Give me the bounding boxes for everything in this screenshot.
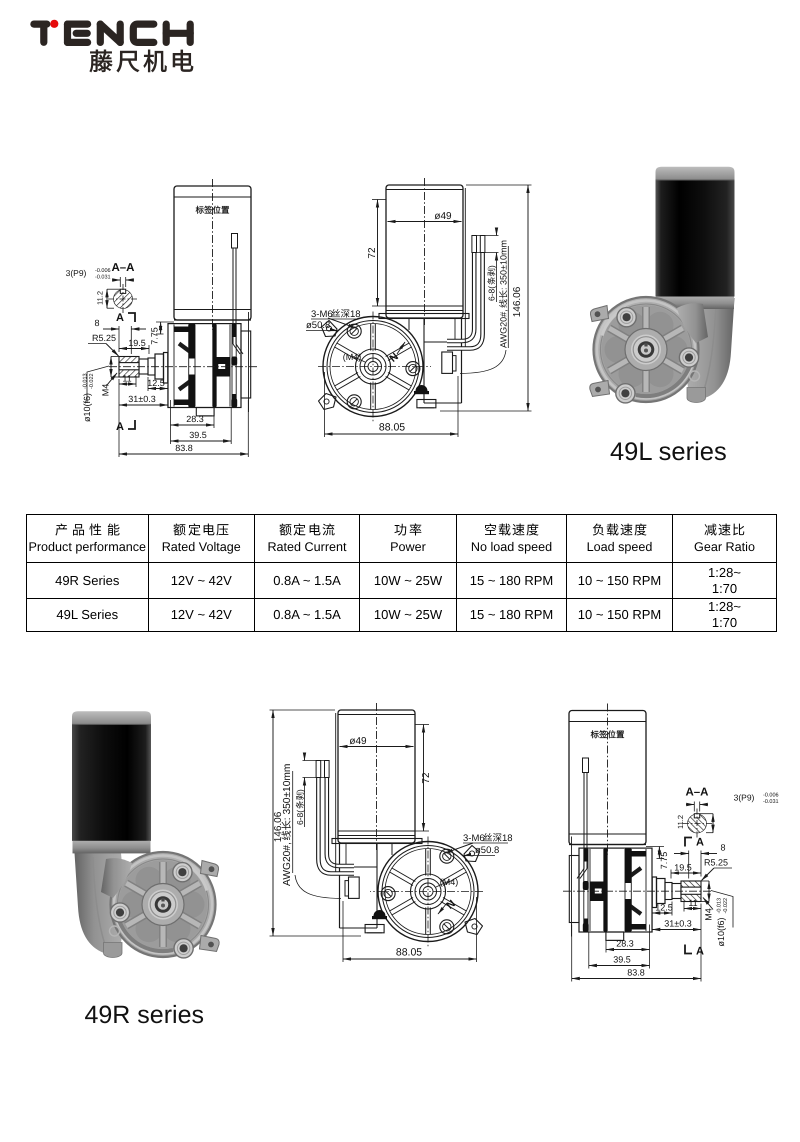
svg-text:88.05: 88.05 bbox=[396, 947, 422, 959]
svg-text:-0.013: -0.013 bbox=[83, 373, 89, 389]
svg-text:ø10(f6): ø10(f6) bbox=[716, 917, 726, 946]
svg-text:-0.006: -0.006 bbox=[763, 793, 779, 799]
svg-text:A–A: A–A bbox=[685, 787, 708, 799]
svg-text:83.8: 83.8 bbox=[175, 443, 193, 453]
svg-text:6-8(: 6-8( bbox=[295, 810, 305, 825]
svg-text:6-8(: 6-8( bbox=[487, 286, 497, 301]
svg-text:N: N bbox=[444, 898, 458, 912]
svg-text:18: 18 bbox=[350, 309, 361, 320]
svg-text:39.5: 39.5 bbox=[613, 955, 631, 965]
svg-text:ø49: ø49 bbox=[349, 736, 367, 747]
svg-text:(M4): (M4) bbox=[440, 877, 459, 887]
svg-text:11.2: 11.2 bbox=[676, 815, 685, 829]
svg-text:N: N bbox=[387, 351, 401, 365]
svg-text:: 350±10mm: : 350±10mm bbox=[282, 764, 293, 821]
svg-text:12.5: 12.5 bbox=[147, 378, 165, 388]
svg-text:39.5: 39.5 bbox=[189, 430, 207, 440]
svg-text:72: 72 bbox=[367, 247, 378, 259]
svg-text:ø50.8: ø50.8 bbox=[306, 320, 330, 331]
svg-text:-0.022: -0.022 bbox=[89, 373, 95, 389]
svg-text:11: 11 bbox=[688, 898, 697, 908]
svg-text:A: A bbox=[116, 421, 124, 433]
svg-text:3-M6: 3-M6 bbox=[311, 309, 333, 320]
svg-text:3(P9): 3(P9) bbox=[66, 268, 87, 278]
svg-text:AWG20#,: AWG20#, bbox=[282, 842, 293, 886]
svg-text:-0.013: -0.013 bbox=[717, 898, 723, 914]
svg-text:31±0.3: 31±0.3 bbox=[128, 394, 155, 404]
svg-text:R5.25: R5.25 bbox=[92, 333, 116, 343]
svg-text:-0.031: -0.031 bbox=[763, 799, 779, 805]
svg-text:: 350±10mm: : 350±10mm bbox=[499, 240, 509, 290]
svg-text:ø10(f6): ø10(f6) bbox=[82, 393, 92, 422]
svg-text:M4: M4 bbox=[704, 908, 714, 921]
svg-text:72: 72 bbox=[421, 772, 432, 784]
svg-text:-0.006: -0.006 bbox=[95, 268, 111, 274]
svg-text:): ) bbox=[295, 789, 305, 792]
svg-text:19.5: 19.5 bbox=[128, 338, 146, 348]
svg-text:A: A bbox=[696, 837, 704, 849]
svg-text:8: 8 bbox=[720, 843, 725, 853]
svg-text:A–A: A–A bbox=[111, 262, 134, 274]
svg-text:): ) bbox=[487, 265, 497, 268]
svg-text:28.3: 28.3 bbox=[616, 939, 634, 949]
svg-text:(M4): (M4) bbox=[343, 352, 362, 362]
svg-text:8: 8 bbox=[94, 318, 99, 328]
svg-text:146.06: 146.06 bbox=[512, 286, 523, 317]
svg-text:ø49: ø49 bbox=[434, 211, 452, 222]
svg-text:-0.022: -0.022 bbox=[723, 898, 729, 914]
svg-text:R5.25: R5.25 bbox=[704, 858, 728, 868]
svg-text:19.5: 19.5 bbox=[674, 863, 692, 873]
svg-text:83.8: 83.8 bbox=[627, 968, 645, 978]
svg-text:AWG20#,: AWG20#, bbox=[499, 309, 509, 348]
svg-text:A: A bbox=[116, 312, 124, 324]
svg-text:11: 11 bbox=[122, 374, 131, 384]
svg-text:ø50.8: ø50.8 bbox=[475, 845, 499, 856]
svg-text:12.5: 12.5 bbox=[655, 903, 673, 913]
svg-text:146.06: 146.06 bbox=[273, 811, 284, 842]
svg-text:M4: M4 bbox=[101, 384, 111, 397]
svg-text:-0.031: -0.031 bbox=[95, 275, 111, 281]
svg-text:11.2: 11.2 bbox=[96, 291, 105, 305]
svg-text:88.05: 88.05 bbox=[379, 422, 405, 434]
svg-text:28.3: 28.3 bbox=[186, 414, 204, 424]
svg-text:7.75: 7.75 bbox=[150, 327, 160, 345]
svg-text:3(P9): 3(P9) bbox=[734, 793, 755, 803]
svg-text:31±0.3: 31±0.3 bbox=[664, 919, 691, 929]
svg-text:A: A bbox=[696, 946, 704, 958]
svg-text:3-M6: 3-M6 bbox=[463, 833, 485, 844]
svg-text:7.75: 7.75 bbox=[659, 852, 669, 870]
svg-text:18: 18 bbox=[502, 833, 513, 844]
